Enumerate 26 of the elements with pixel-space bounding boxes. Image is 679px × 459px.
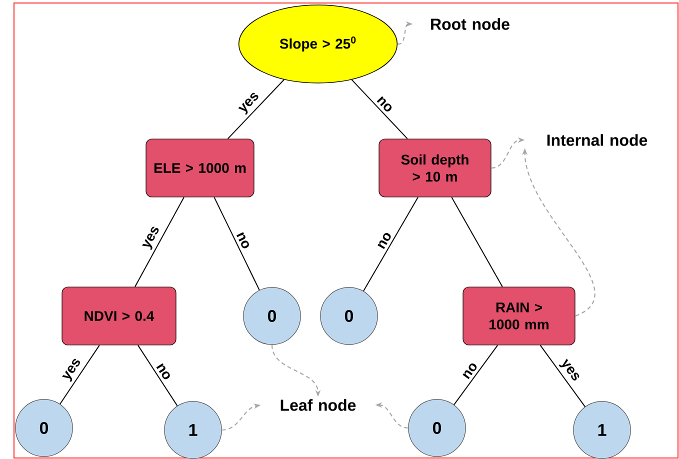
branch-line — [540, 344, 586, 408]
edge-label: yes — [238, 92, 258, 115]
edge-label: no — [378, 233, 391, 250]
branch-line — [138, 344, 178, 406]
branch-line — [227, 79, 285, 140]
branch-line — [351, 79, 408, 140]
branch-line — [451, 196, 503, 288]
edge-label: no — [462, 363, 477, 380]
edge-label: yes — [142, 226, 159, 250]
decision-box: ELE > 1000 m — [146, 138, 254, 198]
branch-line — [134, 196, 184, 288]
branch-line — [363, 196, 418, 292]
edge-label: no — [376, 96, 392, 112]
decision-box: Soil depth > 10 m — [378, 138, 492, 198]
edge-label: yes — [62, 358, 80, 382]
edge-label: no — [156, 363, 170, 380]
edge-label: yes — [558, 358, 580, 380]
node-type-label: Internal node — [547, 134, 648, 146]
edge-label: no — [236, 232, 249, 248]
decision-box: RAIN > 1000 mm — [462, 286, 576, 346]
node-type-label: Root node — [431, 18, 510, 30]
branch-line — [214, 196, 260, 291]
decision-box: NDVI > 0.4 — [62, 286, 176, 346]
branch-line — [454, 344, 498, 406]
node-type-label: Leaf node — [280, 399, 356, 411]
branch-line — [60, 344, 100, 405]
